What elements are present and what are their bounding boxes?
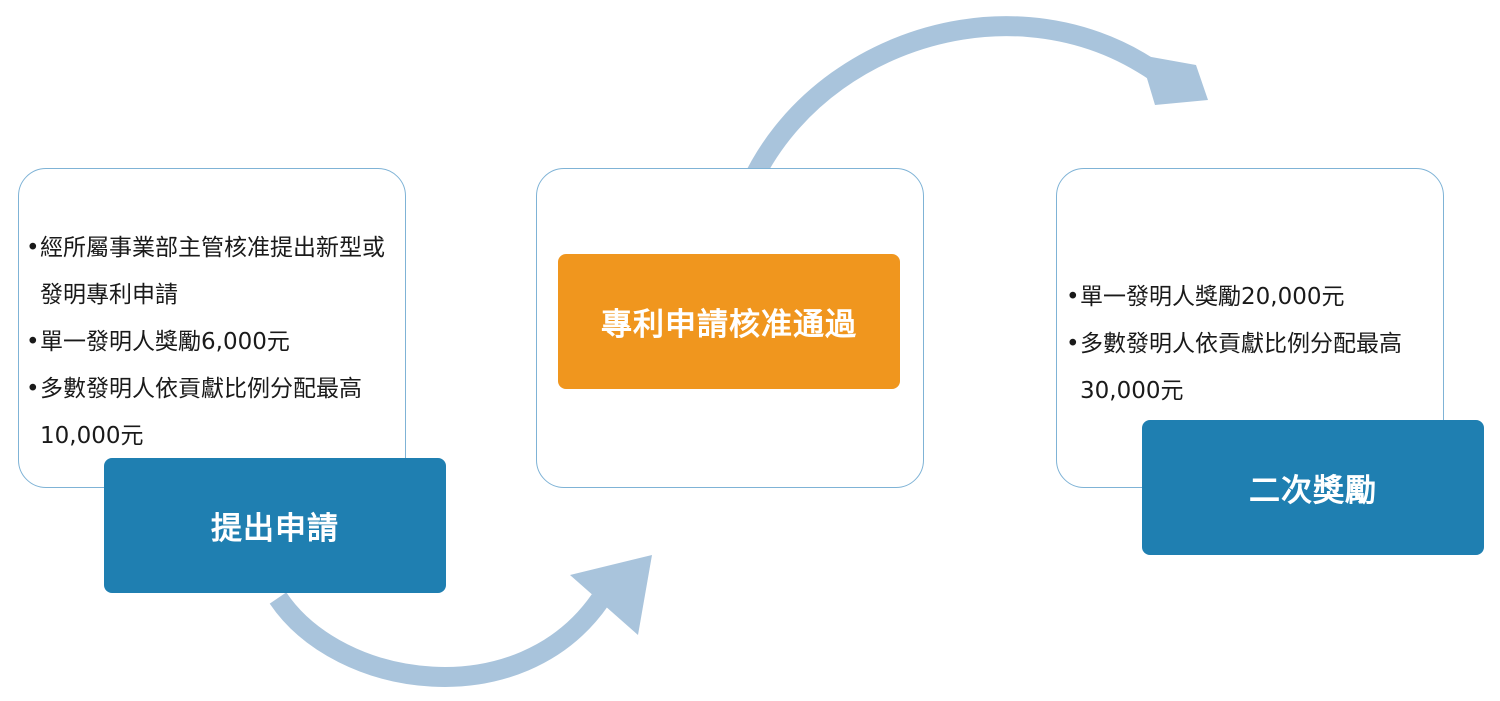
step1-bullets: •經所屬事業部主管核准提出新型或發明專利申請 •單一發明人獎勵6,000元 •多… <box>26 225 386 460</box>
step3-bullet: •多數發明人依貢獻比例分配最高30,000元 <box>1066 321 1416 415</box>
step3-bullet-text: 單一發明人獎勵20,000元 <box>1080 284 1345 310</box>
step1-bullet-text: 多數發明人依貢獻比例分配最高10,000元 <box>40 376 362 449</box>
step1-bullet: •多數發明人依貢獻比例分配最高10,000元 <box>26 366 386 460</box>
step1-bullet: •單一發明人獎勵6,000元 <box>26 319 386 366</box>
step1-label: 提出申請 <box>104 458 446 593</box>
bullet-dot: • <box>1066 284 1080 310</box>
arrow-step1-to-step2 <box>269 592 609 687</box>
bullet-dot: • <box>1066 331 1080 357</box>
arrow-head-step3 <box>1140 55 1208 105</box>
step3-bullet-text: 多數發明人依貢獻比例分配最高30,000元 <box>1080 331 1402 404</box>
step1-bullet-text: 經所屬事業部主管核准提出新型或發明專利申請 <box>40 235 385 308</box>
bullet-dot: • <box>26 329 40 355</box>
bullet-dot: • <box>26 376 40 402</box>
step1-bullet-text: 單一發明人獎勵6,000元 <box>40 329 290 355</box>
step3-bullet: •單一發明人獎勵20,000元 <box>1066 274 1416 321</box>
arrow-head-step2 <box>570 555 652 635</box>
step3-bullets: •單一發明人獎勵20,000元 •多數發明人依貢獻比例分配最高30,000元 <box>1066 274 1416 415</box>
step1-bullet: •經所屬事業部主管核准提出新型或發明專利申請 <box>26 225 386 319</box>
step3-label: 二次獎勵 <box>1142 420 1484 555</box>
bullet-dot: • <box>26 235 40 261</box>
step1-card <box>18 168 406 488</box>
step2-label: 專利申請核准通過 <box>558 254 900 389</box>
